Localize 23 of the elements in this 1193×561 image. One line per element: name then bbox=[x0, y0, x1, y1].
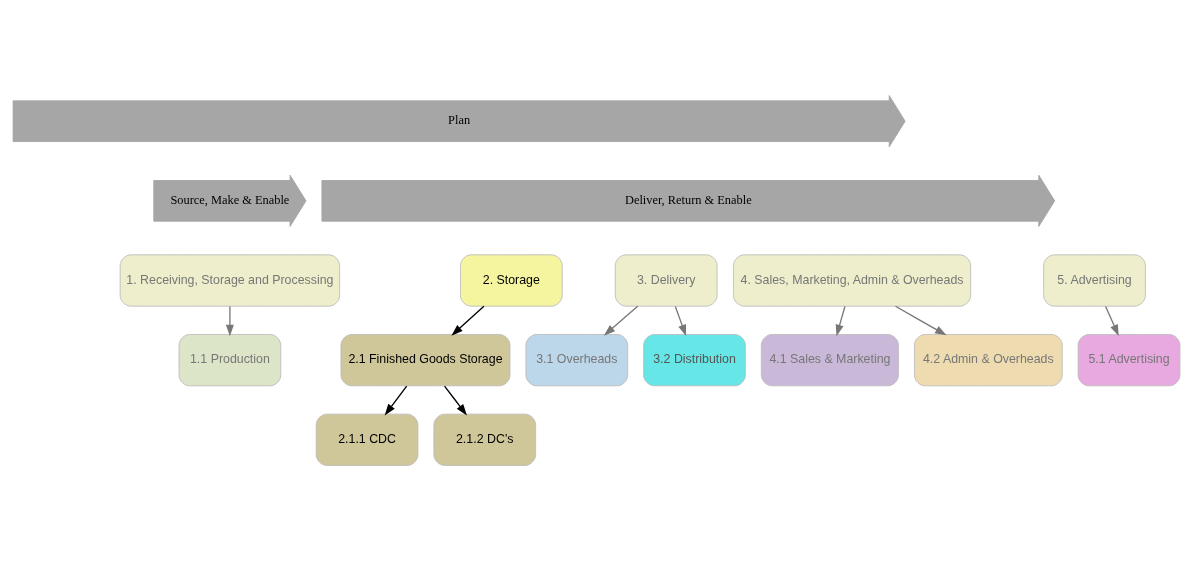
arrow bbox=[443, 385, 467, 416]
arrow bbox=[384, 385, 408, 416]
node-box: 4.1 Sales & Marketing bbox=[760, 334, 899, 387]
node-box: 5. Advertising bbox=[1043, 254, 1146, 307]
arrow bbox=[603, 305, 639, 336]
node-box: 4. Sales, Marketing, Admin & Overheads bbox=[733, 254, 972, 307]
arrow bbox=[451, 305, 485, 336]
node-box: 2. Storage bbox=[460, 254, 563, 307]
node-box: 2.1 Finished Goods Storage bbox=[340, 334, 511, 387]
arrow bbox=[1104, 305, 1119, 337]
node-box: 4.2 Admin & Overheads bbox=[914, 334, 1063, 387]
node-box: 1. Receiving, Storage and Processing bbox=[119, 254, 341, 307]
node-box: 1.1 Production bbox=[178, 334, 282, 387]
arrow bbox=[835, 305, 846, 337]
arrow bbox=[894, 305, 947, 336]
node-box: 2.1.2 DC’s bbox=[433, 413, 537, 466]
arrow bbox=[225, 305, 234, 337]
node-box: 3. Delivery bbox=[614, 254, 718, 307]
arrow bbox=[674, 305, 687, 337]
node-box: 3.1 Overheads bbox=[525, 334, 629, 387]
node-box: 5.1 Advertising bbox=[1077, 334, 1181, 387]
node-box: 2.1.1 CDC bbox=[315, 413, 419, 466]
node-box: 3.2 Distribution bbox=[643, 334, 746, 387]
